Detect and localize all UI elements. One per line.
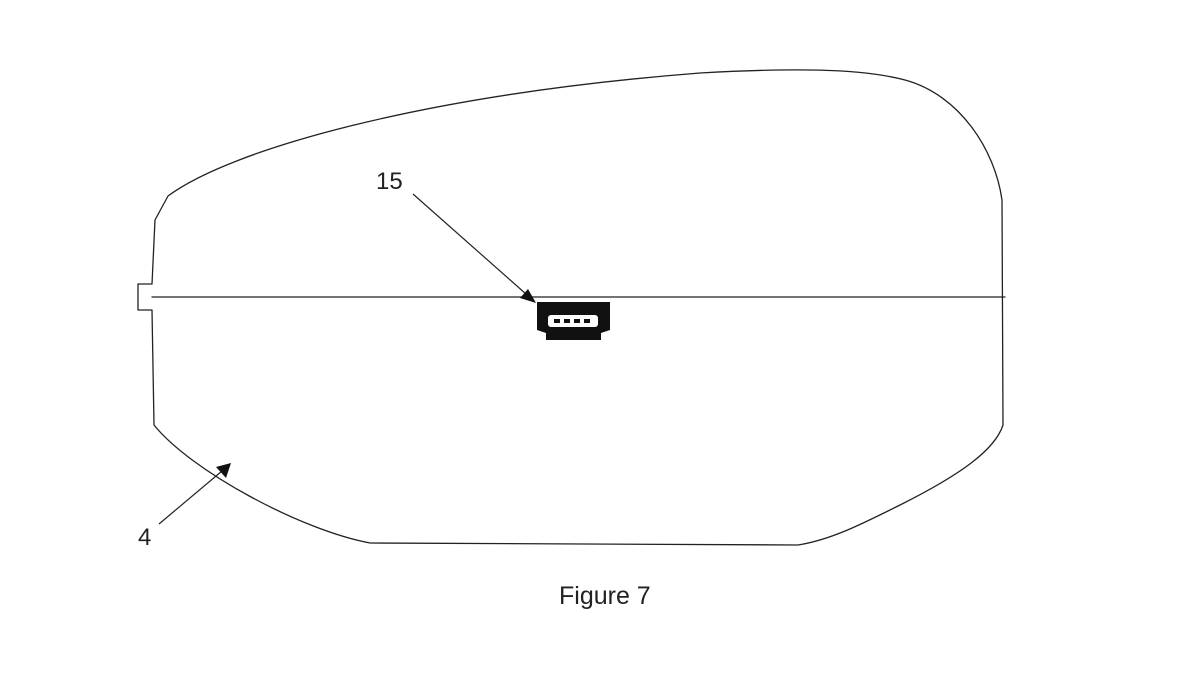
figure-caption: Figure 7 bbox=[559, 582, 651, 610]
leader-line-15 bbox=[412, 193, 527, 295]
connector-port bbox=[537, 302, 610, 340]
arrowhead-15 bbox=[520, 289, 536, 303]
arrowhead-4 bbox=[216, 463, 231, 478]
label-15: 15 bbox=[376, 168, 403, 195]
label-4: 4 bbox=[138, 524, 151, 551]
connector-pin bbox=[554, 319, 560, 323]
connector-pin bbox=[584, 319, 590, 323]
leader-line-4 bbox=[158, 470, 223, 525]
connector-pin bbox=[564, 319, 570, 323]
connector-pin bbox=[574, 319, 580, 323]
connector-port-slot bbox=[548, 315, 598, 327]
housing-outline bbox=[137, 69, 1004, 546]
